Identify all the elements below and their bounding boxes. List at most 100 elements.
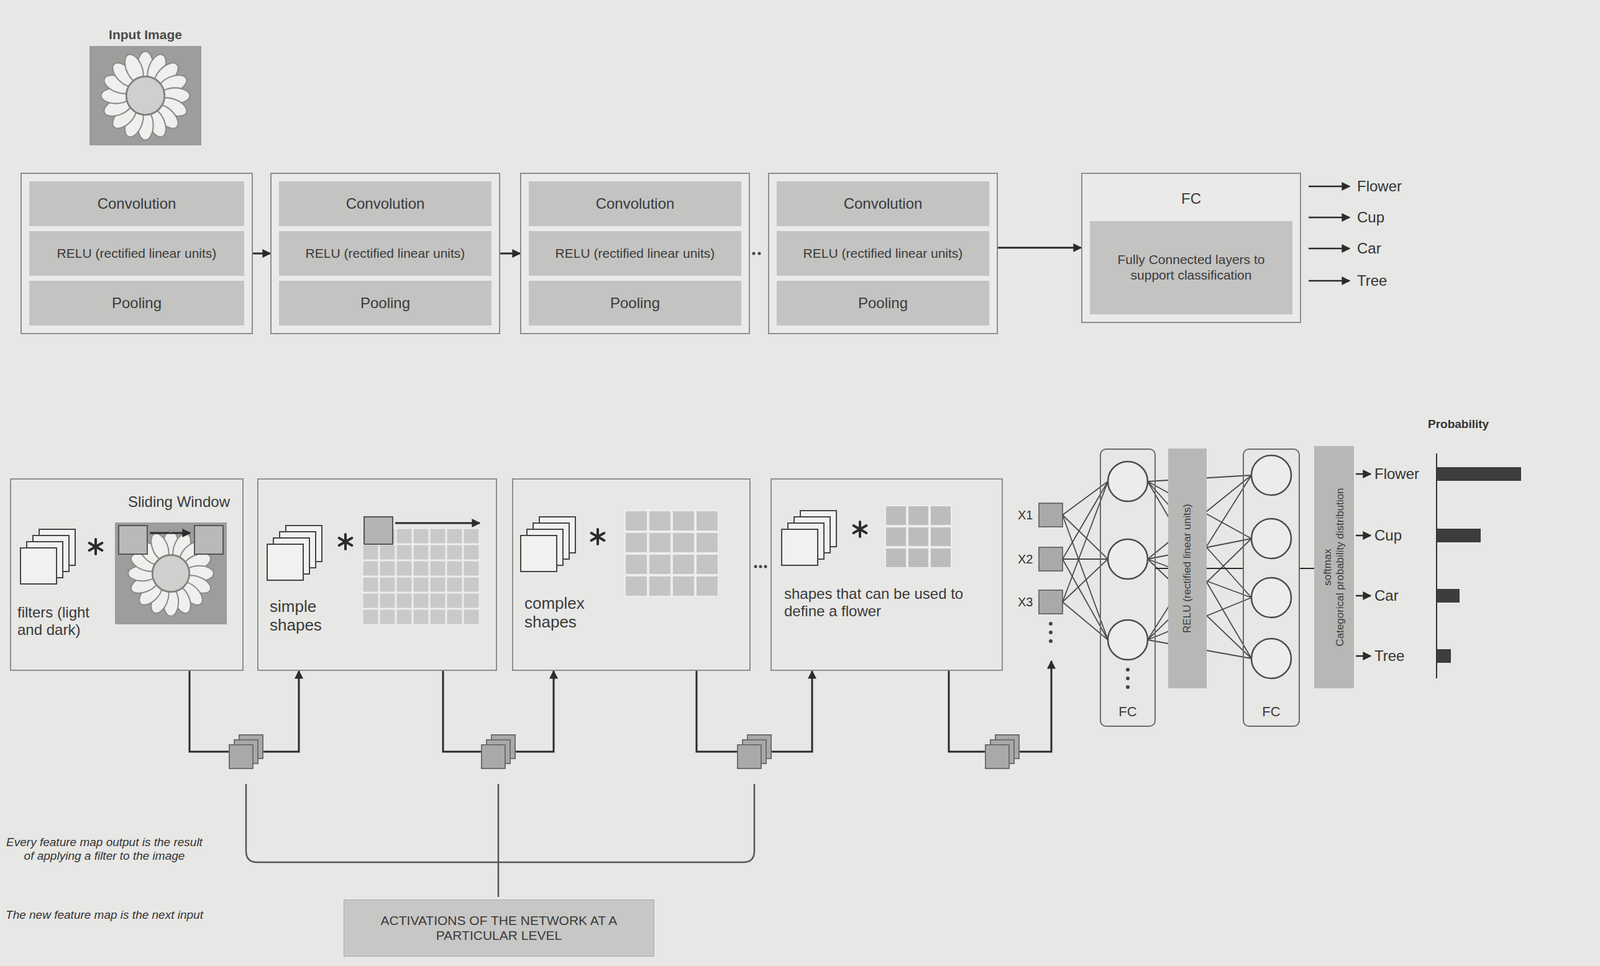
output-class: Cup [1357,208,1385,227]
ellipsis-dot [1048,621,1053,626]
neuron [1107,461,1148,502]
layer-band: RELU (rectified linear units) [29,231,245,276]
output-class: Car [1357,239,1382,258]
weight-line [1062,559,1108,603]
output-arrow [1355,534,1371,537]
image-frame [114,522,227,625]
ellipsis-dot [1048,639,1053,644]
feature-grid [884,505,952,569]
connector [1206,567,1243,570]
output-arrow [1308,247,1350,250]
node-text: ACTIVATIONS OF THE NETWORK AT A PARTICUL… [356,913,642,944]
feature-panel: simple shapes [257,478,498,672]
layer-block: ConvolutionRELU (rectified linear units)… [520,172,750,335]
layer-band: Pooling [29,280,245,326]
fc-layer: FC [1099,448,1156,727]
node-text: Convolution [595,195,675,213]
feature-map [737,735,772,769]
connector [753,252,765,256]
feature-grid [624,510,719,598]
feature-map [481,735,516,769]
fc-block: FC Fully Connected layers to support clas… [1081,172,1302,324]
node-text: complex shapes [524,594,618,632]
slide-arrow [149,532,191,535]
node-text: shapes that can be used to define a flow… [784,585,990,620]
output-class: Tree [1374,647,1405,665]
weight-line [1062,481,1108,603]
ellipsis-dot [764,565,768,569]
connector [1155,567,1169,570]
layer-block: ConvolutionRELU (rectified linear units)… [768,172,998,335]
node-text: Categorical probability distribution [1334,487,1347,647]
sunflower [101,51,191,141]
weight-line [1062,558,1108,560]
note-text: The new feature map is the next input [4,908,204,923]
output-class: Car [1374,587,1399,605]
feature-grid [624,510,719,598]
weight-line [1062,481,1108,560]
input-square [1038,503,1063,527]
window-square [364,516,393,545]
neuron [1107,620,1148,660]
neuron [1251,455,1292,496]
connector [997,246,1082,249]
neuron [1251,638,1292,679]
output-class: Flower [1357,177,1402,196]
weight-line [1062,515,1108,560]
output-arrow [1308,280,1350,283]
output-arrow [1355,595,1371,598]
rotated-text: softmaxCategorical probability distribut… [1321,487,1346,647]
input-label: X1 [1017,508,1033,523]
node-text: Convolution [97,195,177,213]
window-square [194,525,224,555]
output-arrow [1308,216,1350,219]
node-text: softmax [1321,487,1335,647]
ellipsis-dot [1125,676,1130,681]
node-text: RELU (rectified linear units) [803,246,964,261]
feature-panel: Sliding Windowfilters (light and dark) [9,478,244,672]
weight-line [1062,515,1108,640]
chart-axis [1435,453,1438,679]
ellipsis-dot [1125,685,1130,690]
layer-band: Pooling [776,280,990,326]
node-text: RELU (rectified linear units) [57,246,217,261]
note-text: Every feature map output is the result o… [4,835,204,864]
node-text: Sliding Window [128,493,230,511]
fc-band: Fully Connected layers to support classi… [1089,221,1293,315]
feature-map [229,735,263,769]
node-text: Pooling [610,294,660,312]
filter-stack [20,529,76,585]
activation-box: ACTIVATIONS OF THE NETWORK AT A PARTICUL… [343,899,655,957]
input-label: X3 [1017,595,1033,610]
node-text: RELU (rectified linear units) [305,246,466,261]
weight-lines [1062,475,1252,659]
node-text: Convolution [346,195,426,213]
node-text: FC [1089,181,1293,222]
node-text: RELU (rectified linear units) [1181,503,1194,634]
output-arrow [1355,473,1371,476]
neuron [1251,518,1292,559]
node-text: Fully Connected layers to support classi… [1096,252,1287,283]
weight-line [1062,602,1108,640]
connector [1299,567,1315,570]
ellipsis-dot [754,565,758,569]
weight-line [1062,559,1108,640]
convolution-symbol [853,521,867,537]
output-class: Flower [1374,465,1420,483]
image-heading: Input Image [108,27,183,43]
layer-band: Convolution [776,181,990,227]
filter-stack [781,510,837,566]
connector [252,252,271,255]
output-class: Tree [1357,272,1387,290]
convolution-symbol [89,539,103,555]
softmax-band: softmaxCategorical probability distribut… [1314,446,1354,689]
layer-band: Convolution [528,181,742,227]
feature-map [985,735,1020,769]
filter-stack [267,525,322,581]
input-square [1038,547,1063,572]
layer-band: RELU (rectified linear units) [528,231,742,276]
axis-title: Probability [1427,417,1489,432]
